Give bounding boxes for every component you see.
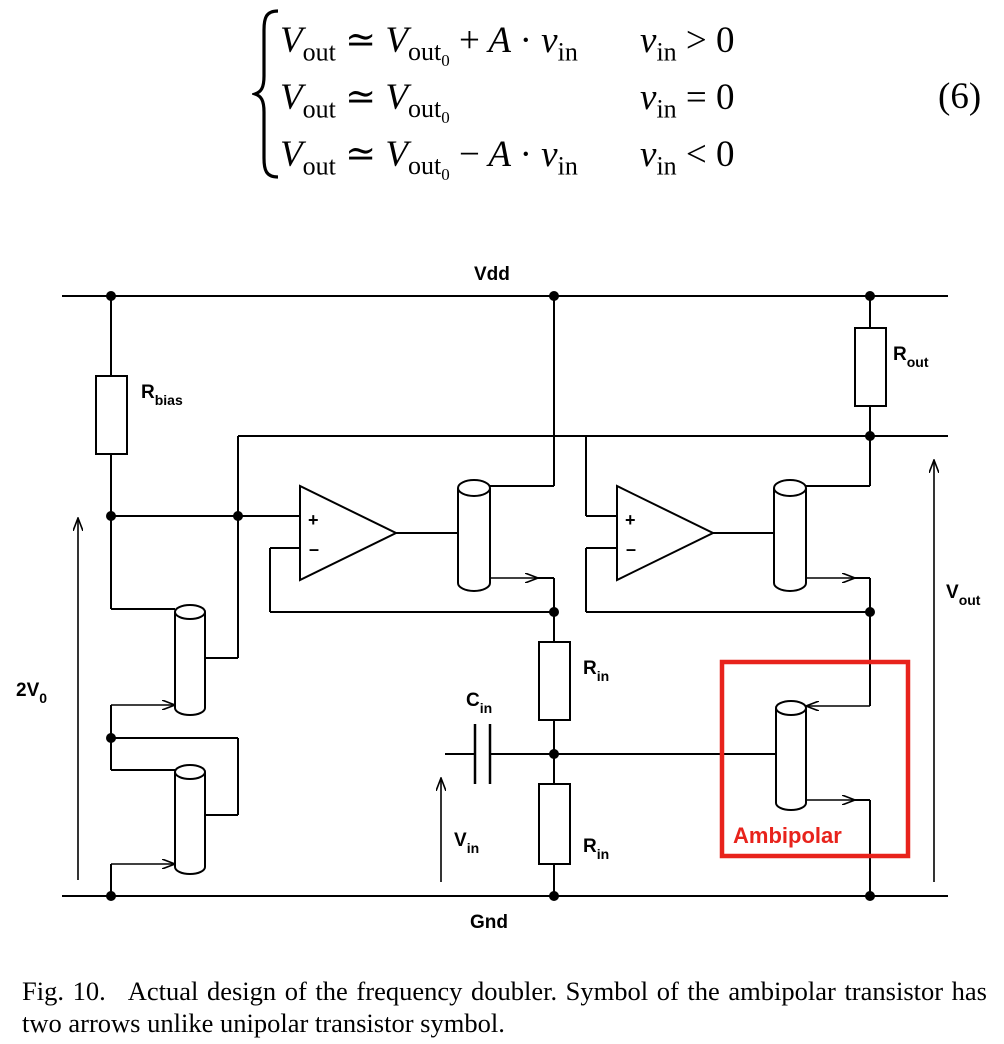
opamp-2-plus: +: [625, 510, 636, 530]
opamp-2: [616, 484, 716, 582]
equation-condition: vin = 0: [640, 77, 735, 124]
equation-condition: vin > 0: [640, 20, 735, 67]
rbias-label: Rbias: [141, 382, 183, 408]
equation-condition: vin < 0: [640, 134, 735, 181]
figure-caption: Fig. 10.Actual design of the frequency d…: [22, 975, 987, 1039]
opamp-1-minus: –: [309, 539, 319, 559]
equation-number: (6): [938, 76, 982, 117]
rout-label: Rout: [893, 344, 929, 370]
rin-lower-label: Rin: [583, 836, 609, 862]
rin-upper-label: Rin: [583, 658, 609, 684]
transistor-follower-2: [773, 479, 807, 592]
figure-label: Fig. 10.: [22, 976, 106, 1006]
equation-rows: Vout ≃ Vout0 + A · vin vin > 0 Vout ≃ Vo…: [280, 12, 840, 185]
equation-lhs: Vout ≃ Vout0 + A · vin: [280, 20, 578, 71]
ambipolar-highlight-box: [719, 659, 911, 859]
frequency-doubler-schematic: Vdd Gnd Rbias Rout Rin Rin Cin Vin Vout …: [16, 264, 981, 933]
equation-row-3: Vout ≃ Vout0 − A · vin vin < 0: [280, 126, 840, 185]
vin-label: Vin: [454, 830, 479, 856]
equation-row-1: Vout ≃ Vout0 + A · vin vin > 0: [280, 12, 840, 71]
transistor-ambipolar: [775, 700, 807, 811]
transistor-follower-1: [457, 479, 491, 592]
equation-row-2: Vout ≃ Vout0 vin = 0: [280, 69, 840, 128]
transistor-bias-upper: [174, 604, 206, 716]
v0-label: 2V0: [16, 680, 47, 706]
junction-dots: [106, 291, 875, 901]
left-brace: [252, 9, 279, 179]
vout-label: Vout: [946, 582, 981, 608]
resistor-rin-upper: [538, 641, 571, 721]
caption-text: Actual design of the frequency doubler. …: [22, 976, 987, 1038]
resistor-rbias: [95, 375, 128, 455]
cin-label: Cin: [466, 690, 492, 716]
circuit-diagram: Vdd Gnd Rbias Rout Rin Rin Cin Vin Vout …: [0, 250, 1004, 950]
opamp-1-plus: +: [308, 510, 319, 530]
ambipolar-label: Ambipolar: [733, 823, 842, 848]
resistor-rout: [854, 327, 887, 407]
equation-block: Vout ≃ Vout0 + A · vin vin > 0 Vout ≃ Vo…: [0, 0, 1004, 190]
vdd-label: Vdd: [474, 264, 510, 285]
gnd-label: Gnd: [470, 912, 508, 933]
resistor-rin-lower: [538, 783, 571, 865]
transistor-bias-lower: [174, 764, 206, 875]
opamp-2-minus: –: [626, 539, 636, 559]
equation-lhs: Vout ≃ Vout0 − A · vin: [280, 134, 578, 185]
equation-lhs: Vout ≃ Vout0: [280, 77, 450, 128]
opamp-1: [299, 484, 399, 582]
